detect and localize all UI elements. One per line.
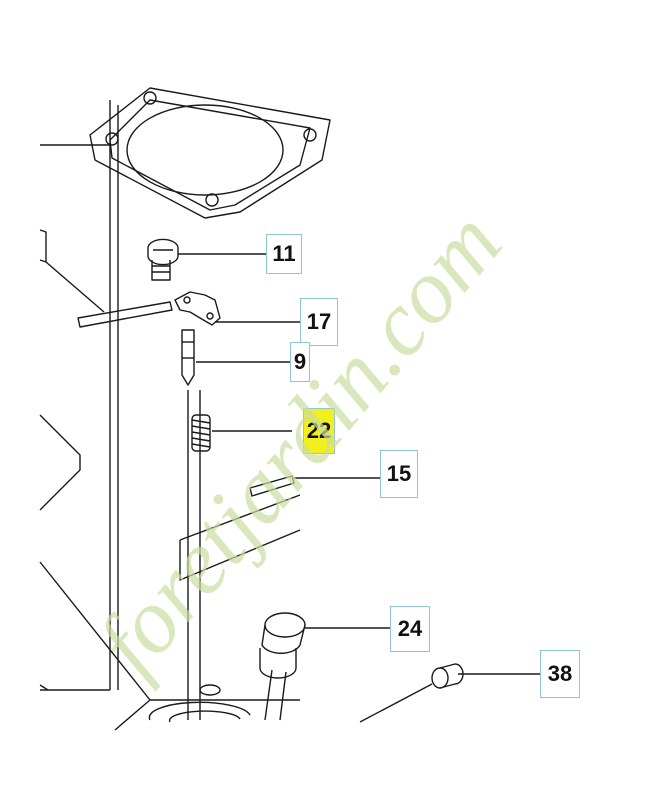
screw-part-11 — [147, 238, 270, 281]
callout-15: 15 — [380, 450, 418, 498]
gasket — [89, 87, 331, 219]
plug-part-24 — [259, 612, 390, 721]
lever-part-17 — [174, 291, 300, 326]
bushing-part-38 — [359, 663, 540, 723]
spring-part-22 — [191, 414, 292, 452]
callout-17: 17 — [300, 298, 338, 346]
callout-38: 38 — [540, 650, 580, 698]
callout-22: 22 — [303, 408, 335, 454]
pin-part-10 — [45, 261, 173, 328]
base-plate — [39, 684, 251, 723]
callout-24: 24 — [390, 606, 430, 652]
callout-11: 11 — [266, 234, 302, 274]
callout-9: 9 — [290, 342, 310, 382]
needle-part-9 — [181, 329, 290, 720]
pin-part-15 — [249, 475, 380, 497]
carburetor-body — [39, 100, 301, 731]
